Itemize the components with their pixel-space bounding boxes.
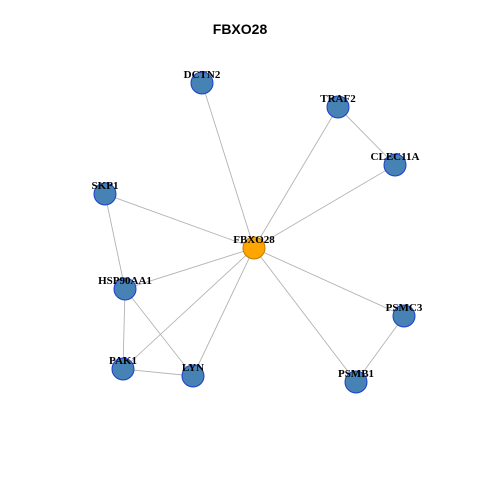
node-label-dctn2: DCTN2	[184, 69, 221, 81]
node-pak1	[111, 357, 135, 381]
node-psmb1	[344, 370, 368, 394]
node-label-psmc3: PSMC3	[386, 302, 423, 314]
node-psmc3	[392, 304, 416, 328]
edge-psmc3-psmb1	[355, 315, 405, 383]
node-label-lyn: LYN	[182, 362, 204, 374]
edge-fbxo28-lyn	[192, 247, 255, 377]
node-lyn	[181, 364, 205, 388]
node-layer	[93, 71, 416, 394]
edge-fbxo28-pak1	[122, 247, 255, 370]
edge-fbxo28-clec11a	[253, 164, 396, 249]
edge-hsp90aa1-pak1	[122, 288, 126, 370]
edge-traf2-clec11a	[337, 106, 396, 166]
edge-hsp90aa1-lyn	[124, 288, 194, 377]
node-label-clec11a: CLEC11A	[371, 151, 420, 163]
edge-pak1-lyn	[122, 368, 194, 377]
node-traf2	[326, 95, 350, 119]
node-label-pak1: PAK1	[109, 355, 137, 367]
figure-title: FBXO28	[212, 21, 268, 37]
node-clec11a	[383, 153, 407, 177]
node-label-hsp90aa1: HSP90AA1	[98, 275, 152, 287]
edge-fbxo28-psmb1	[253, 247, 357, 383]
edge-fbxo28-skp1	[104, 193, 255, 249]
edge-fbxo28-hsp90aa1	[124, 247, 255, 290]
node-skp1	[93, 182, 117, 206]
edge-layer	[104, 82, 405, 383]
edge-fbxo28-psmc3	[253, 247, 405, 317]
node-label-fbxo28: FBXO28	[233, 234, 275, 246]
node-label-psmb1: PSMB1	[338, 368, 374, 380]
node-hsp90aa1	[113, 277, 137, 301]
node-label-skp1: SKP1	[92, 180, 119, 192]
edge-fbxo28-dctn2	[201, 82, 255, 249]
node-dctn2	[190, 71, 214, 95]
edge-skp1-hsp90aa1	[104, 193, 126, 290]
node-label-traf2: TRAF2	[320, 93, 356, 105]
node-fbxo28	[242, 236, 266, 260]
edge-fbxo28-traf2	[253, 106, 339, 249]
